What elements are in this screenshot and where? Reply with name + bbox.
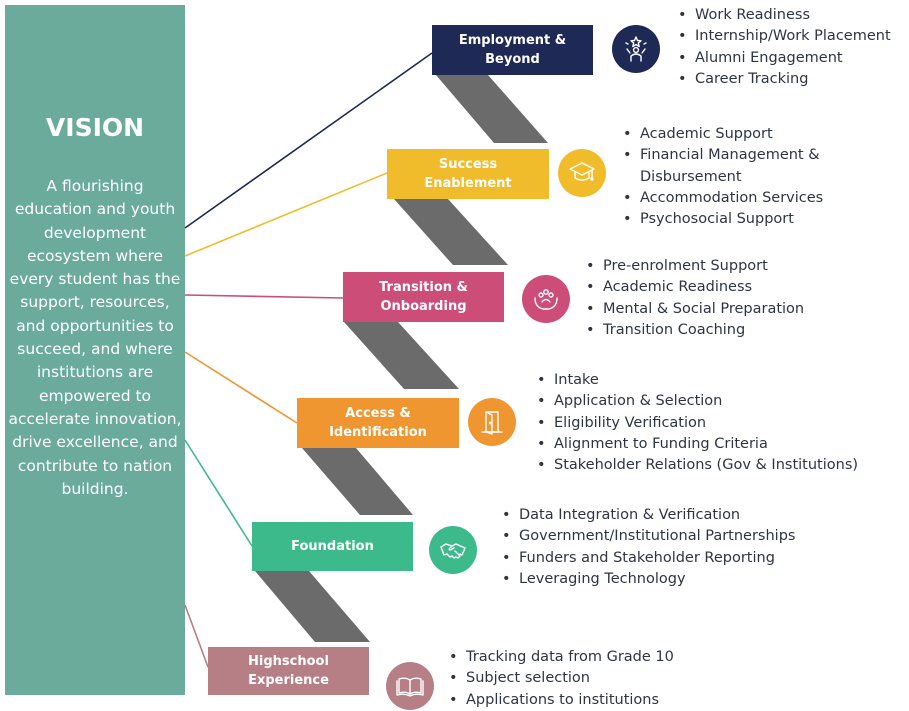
list-item: Accommodation Services	[619, 188, 823, 210]
stage-bullets-access: Intake Application & Selection Eligibili…	[533, 370, 858, 477]
list-item: Financial Management & Disbursement	[619, 145, 823, 188]
stage-box-transition: Transition & Onboarding	[343, 272, 504, 322]
list-item: Leveraging Technology	[498, 569, 795, 591]
stair-segment	[255, 571, 370, 642]
list-item: Application & Selection	[533, 391, 858, 413]
connector-line-transition	[184, 294, 344, 299]
list-item: Pre-enrolment Support	[582, 256, 804, 278]
list-item: Career Tracking	[674, 69, 891, 91]
stage-box-success: Success Enablement	[387, 149, 549, 199]
connector-line-access	[184, 351, 298, 424]
list-item-text: Financial Management & Disbursement	[640, 147, 820, 185]
stage-box-foundation: Foundation	[252, 522, 413, 571]
stage-box-employment: Employment & Beyond	[432, 25, 593, 75]
list-item: Work Readiness	[674, 5, 891, 27]
list-item: Internship/Work Placement	[674, 26, 891, 48]
stage-bullets-transition: Pre-enrolment Support Academic Readiness…	[582, 256, 804, 341]
list-item: Data Integration & Verification	[498, 505, 795, 527]
stage-bullets-success: Academic Support Financial Management & …	[619, 124, 823, 231]
list-item: Tracking data from Grade 10	[445, 647, 674, 669]
stage-bullets-foundation: Data Integration & Verification Governme…	[498, 505, 795, 590]
stair-segment	[394, 199, 508, 265]
stair-segment	[436, 75, 548, 143]
stage-bullets-highschool: Tracking data from Grade 10 Subject sele…	[445, 647, 674, 711]
stage-label: Employment & Beyond	[458, 33, 567, 67]
door-icon	[468, 398, 516, 446]
list-item: Psychosocial Support	[619, 209, 823, 231]
handshake-icon	[429, 526, 477, 574]
list-item: Applications to institutions	[445, 690, 674, 711]
list-item: Academic Support	[619, 124, 823, 146]
list-item: Intake	[533, 370, 858, 392]
list-item: Funders and Stakeholder Reporting	[498, 548, 795, 570]
connector-line-employment	[184, 52, 433, 229]
vision-statement: A flourishing education and youth develo…	[8, 177, 182, 498]
connector-line-foundation	[184, 439, 253, 547]
list-item: Mental & Social Preparation	[582, 299, 804, 321]
connector-line-highschool	[184, 604, 209, 668]
stage-label: Foundation	[291, 539, 374, 554]
list-item: Academic Readiness	[582, 277, 804, 299]
list-item: Alumni Engagement	[674, 48, 891, 70]
achievement-star-person-icon	[612, 25, 660, 73]
stair-segment	[302, 448, 413, 515]
connector-line-success	[184, 172, 388, 257]
connector-lines	[184, 52, 433, 668]
staircase-ribbon	[255, 75, 548, 642]
people-in-hands-icon	[522, 275, 570, 323]
stair-segment	[344, 322, 459, 389]
stage-bullets-employment: Work Readiness Internship/Work Placement…	[674, 5, 891, 90]
list-item: Alignment to Funding Criteria	[533, 434, 858, 456]
graduation-cap-icon	[558, 149, 606, 197]
list-item: Transition Coaching	[582, 320, 804, 342]
vision-panel: VISION A flourishing education and youth…	[5, 5, 185, 695]
list-item: Eligibility Verification	[533, 413, 858, 435]
stage-box-highschool: Highschool Experience	[208, 647, 369, 695]
stage-label: Success Enablement	[424, 157, 512, 191]
list-item: Government/Institutional Partnerships	[498, 526, 795, 548]
open-book-icon	[386, 662, 434, 710]
stage-box-access: Access & Identification	[297, 398, 459, 448]
stage-label: Highschool Experience	[248, 654, 329, 688]
list-item: Stakeholder Relations (Gov & Institution…	[533, 455, 858, 477]
vision-title: VISION	[45, 113, 145, 142]
list-item: Subject selection	[445, 668, 674, 690]
stage-label: Access & Identification	[329, 406, 427, 440]
stage-label: Transition & Onboarding	[379, 280, 468, 314]
